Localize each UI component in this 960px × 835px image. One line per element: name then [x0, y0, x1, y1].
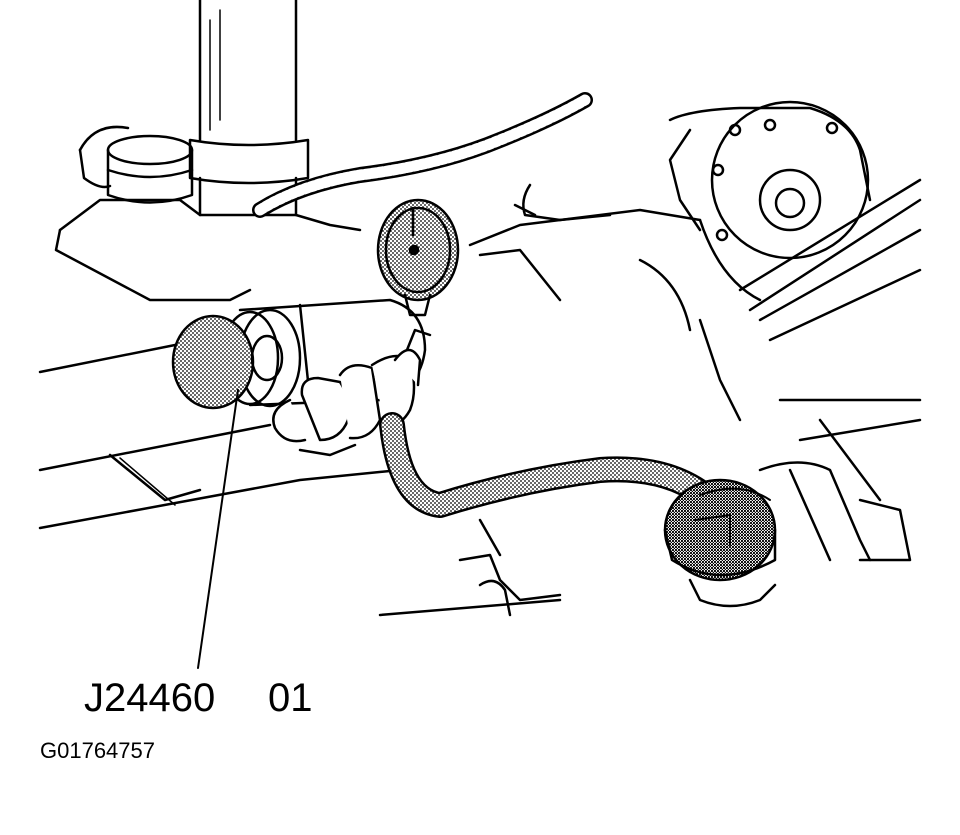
bolt-flange	[668, 100, 872, 260]
mount-bracket	[378, 183, 702, 617]
callout-leader	[197, 389, 239, 669]
reservoir-cap	[78, 125, 194, 204]
pressure-gauge	[376, 198, 460, 317]
figure-id-label: G01764757	[40, 738, 155, 763]
hand	[272, 348, 422, 457]
fan-shroud	[478, 178, 922, 502]
tool-number-label: J24460	[84, 676, 216, 720]
corrugated-conduit	[252, 92, 593, 218]
radiator-neck	[688, 461, 912, 608]
vertical-pipe	[188, 0, 310, 217]
tool-suffix-label: 01	[268, 676, 313, 720]
tester-hose	[379, 412, 723, 518]
radiator-adapter	[663, 478, 777, 582]
cooling-system-tester	[171, 298, 432, 410]
